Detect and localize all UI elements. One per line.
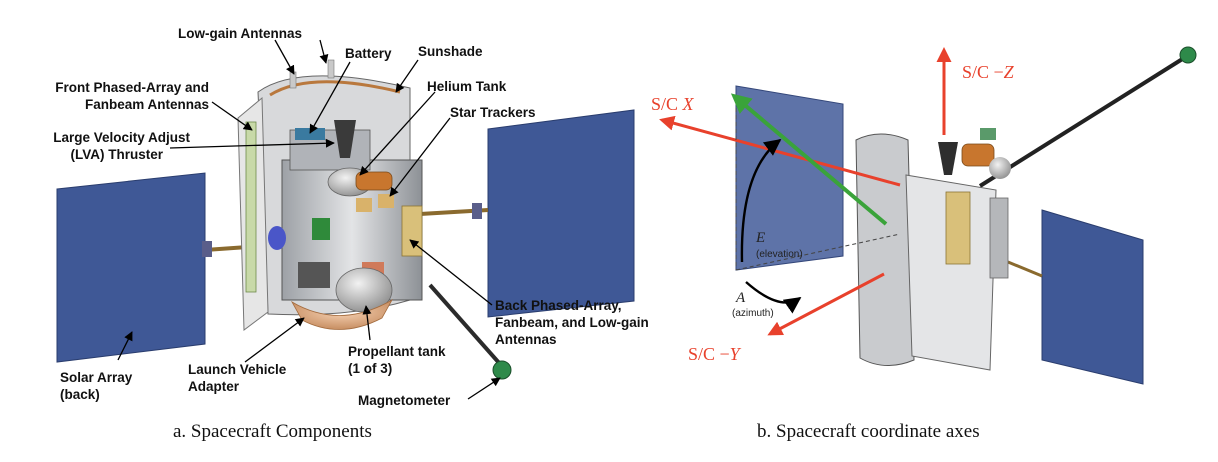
solar-array-right [487,109,635,318]
caption-panel-a: a. Spacecraft Components [173,421,372,442]
label-azimuth-word: (azimuth) [732,308,774,319]
thruster-b [938,142,958,175]
label-elevation-symbol: E [756,230,766,246]
copper-tank [355,171,393,191]
label-back-phased-1: Back Phased-Array, [495,298,622,313]
label-lv-adapter-1: Launch Vehicle [188,362,287,377]
electronics-box [298,262,330,288]
label-sunshade: Sunshade [418,44,483,59]
solar-hinge-right [472,203,482,219]
azimuth-arc [745,281,802,314]
label-solar-array-1: Solar Array [60,370,133,385]
label-low-gain-antennas: Low-gain Antennas [178,26,302,41]
copper-tank-b [961,143,995,167]
spacecraft-body-b [855,133,915,366]
label-axis-z: S/C −Z [962,62,1014,82]
label-axis-y: S/C −Y [688,344,740,364]
label-propellant-tank-1: Propellant tank [348,344,446,359]
label-propellant-tank-2: (1 of 3) [348,361,393,376]
label-lva-1: Large Velocity Adjust [53,130,190,145]
direction-vector [730,93,888,226]
side-panel-b [989,197,1009,279]
green-box [312,218,330,240]
label-back-phased-2: Fanbeam, and Low-gain [495,315,649,330]
magnetometer-sensor-b [1179,46,1197,64]
launch-vehicle-adapter [290,298,394,330]
label-helium-tank: Helium Tank [427,79,507,94]
solar-array-left [56,172,206,363]
magnetometer-boom-b [978,56,1186,188]
label-solar-array-2: (back) [60,387,100,402]
sunshade-rim [269,80,401,97]
label-elevation-word: (elevation) [756,249,803,260]
low-gain-antenna-a [327,59,335,79]
low-gain-antenna-b [289,71,297,89]
solar-hinge-left [202,241,212,257]
back-phased-array [401,205,423,257]
star-tracker-b [378,194,394,208]
panel-b-axes [659,46,1197,385]
panel-a-spacecraft [56,39,635,400]
lva-thruster-cone [334,120,356,158]
star-tracker-a [356,198,372,212]
reaction-wheel [268,226,286,250]
battery-box [295,128,325,140]
label-front-phased-array-1: Front Phased-Array and [55,80,209,95]
solar-array-b-right [1041,209,1144,385]
leader-lines-a [117,39,501,400]
magnetometer-boom [428,283,502,366]
label-lva-2: (LVA) Thruster [70,147,164,162]
axis-y [767,272,885,336]
front-antenna-strip [245,121,257,293]
label-back-phased-3: Antennas [495,332,557,347]
label-magnetometer: Magnetometer [358,393,451,408]
elevation-arc [740,138,782,263]
label-front-phased-array-2: Fanbeam Antennas [84,97,209,112]
label-star-trackers: Star Trackers [450,105,536,120]
label-azimuth-symbol: A [736,290,746,306]
front-panel-b [905,174,997,371]
magnetometer-sensor [492,360,512,380]
tank-sphere-b [989,157,1011,179]
label-battery: Battery [345,46,392,61]
label-axis-x: S/C X [651,94,694,114]
antenna-array-b [945,191,971,265]
label-lv-adapter-2: Adapter [188,379,240,394]
caption-panel-b: b. Spacecraft coordinate axes [757,421,980,442]
solar-boom-b [1007,260,1043,278]
star-tracker-b2 [980,128,996,140]
